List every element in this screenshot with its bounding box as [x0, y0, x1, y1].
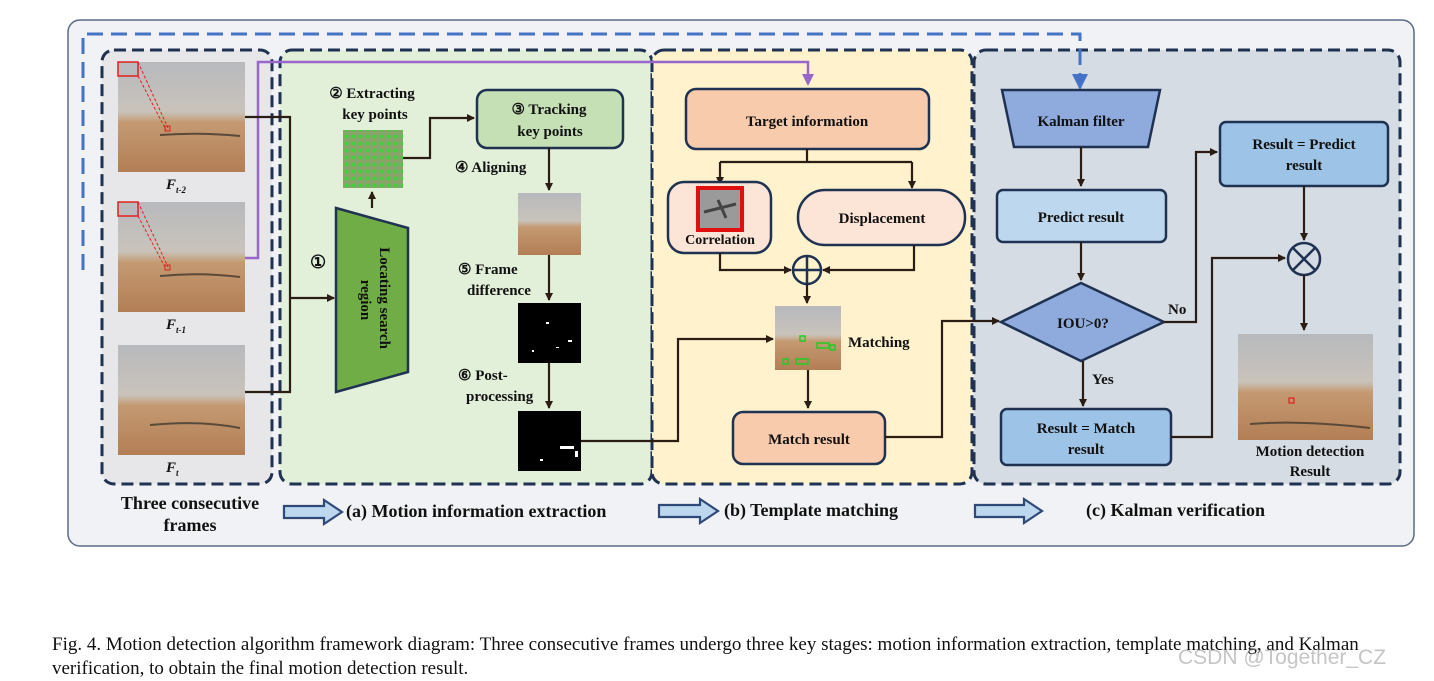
match-result-label: Match result: [768, 432, 850, 448]
flow-arrow-2-icon: [657, 496, 720, 526]
arrow-to-iou: [885, 317, 1000, 439]
result-predict-box: [1218, 120, 1390, 188]
arrow-correlation-to-sum: [718, 253, 792, 274]
frame-label-t-1: Ft-1: [165, 317, 186, 335]
frame-label-t-2: Ft-2: [165, 177, 187, 195]
frames-connector: [245, 115, 292, 394]
frames-section-label-line1: Three consecutive: [121, 493, 259, 513]
step3-label-line2: key points: [517, 124, 583, 140]
step6-label-line2: processing: [466, 389, 534, 405]
step1-symbol: ①: [310, 252, 326, 272]
difference-image: [518, 303, 581, 363]
matching-label: Matching: [848, 335, 910, 351]
arrow-displacement-to-sum: [822, 245, 916, 274]
feedback-dashed-line: [81, 32, 1088, 270]
sum-operator-icon: [791, 254, 823, 286]
correlation-template-image: [696, 186, 744, 232]
kalman-filter-label: Kalman filter: [1037, 114, 1124, 130]
step5-label-line2: difference: [467, 283, 531, 299]
iou-label: IOU>0?: [1057, 316, 1109, 332]
step2-label-line1: ② Extracting: [329, 86, 415, 102]
search-region-trapezoid: [334, 206, 410, 394]
correlation-label: Correlation: [685, 233, 755, 248]
step6-label-line1: ⑥ Post-: [458, 368, 508, 384]
frame-t-1: [117, 201, 245, 312]
frames-section-label-line2: frames: [164, 515, 217, 535]
final-result-label-line2: Result: [1290, 464, 1331, 480]
flow-arrow-3-icon: [973, 496, 1044, 526]
arrow-to-matching: [581, 335, 774, 443]
result-match-label-line2: result: [1068, 442, 1104, 458]
combine-operator-icon: [1286, 241, 1322, 277]
postprocess-image: [518, 411, 581, 471]
arrow-no-branch: [1164, 148, 1218, 324]
step2-label-line2: key points: [342, 107, 408, 123]
motion-section-label: (a) Motion information extraction: [346, 501, 606, 522]
result-match-label-line1: Result = Match: [1037, 421, 1136, 437]
arrow-to-tracking: [403, 114, 475, 160]
displacement-label: Displacement: [839, 211, 926, 227]
purple-link-line: [245, 60, 814, 260]
keypoints-image: [343, 130, 403, 188]
no-label: No: [1168, 302, 1186, 318]
figure-caption: Fig. 4. Motion detection algorithm frame…: [52, 634, 1359, 679]
frame-t-2: [117, 61, 245, 172]
step5-label-line1: ⑤ Frame: [458, 262, 518, 278]
aligned-image: [518, 193, 581, 255]
step4-label: ④ Aligning: [455, 160, 527, 176]
result-predict-label-line1: Result = Predict: [1252, 137, 1355, 153]
displacement-box: [796, 188, 967, 247]
iou-decision-diamond: [998, 281, 1167, 363]
step3-label-line1: ③ Tracking: [512, 102, 587, 118]
template-section-label: (b) Template matching: [724, 500, 898, 521]
arrow-match-to-combine: [1171, 254, 1286, 439]
yes-label: Yes: [1092, 372, 1114, 388]
final-result-label-line1: Motion detection: [1256, 444, 1365, 460]
kalman-filter-shape: [1000, 88, 1162, 149]
final-result-image: [1238, 334, 1373, 440]
search-region-label: Locating search region: [357, 247, 392, 353]
predict-result-label: Predict result: [1038, 210, 1125, 226]
kalman-section-label: (c) Kalman verification: [1086, 500, 1265, 521]
matching-image: [775, 306, 841, 370]
flow-arrow-1-icon: [282, 497, 344, 527]
frame-label-t: Ft: [165, 460, 179, 478]
frame-t: [118, 345, 245, 455]
result-predict-label-line2: result: [1286, 158, 1322, 174]
target-info-label: Target information: [746, 114, 869, 130]
watermark: CSDN @Together_CZ: [1178, 646, 1387, 669]
